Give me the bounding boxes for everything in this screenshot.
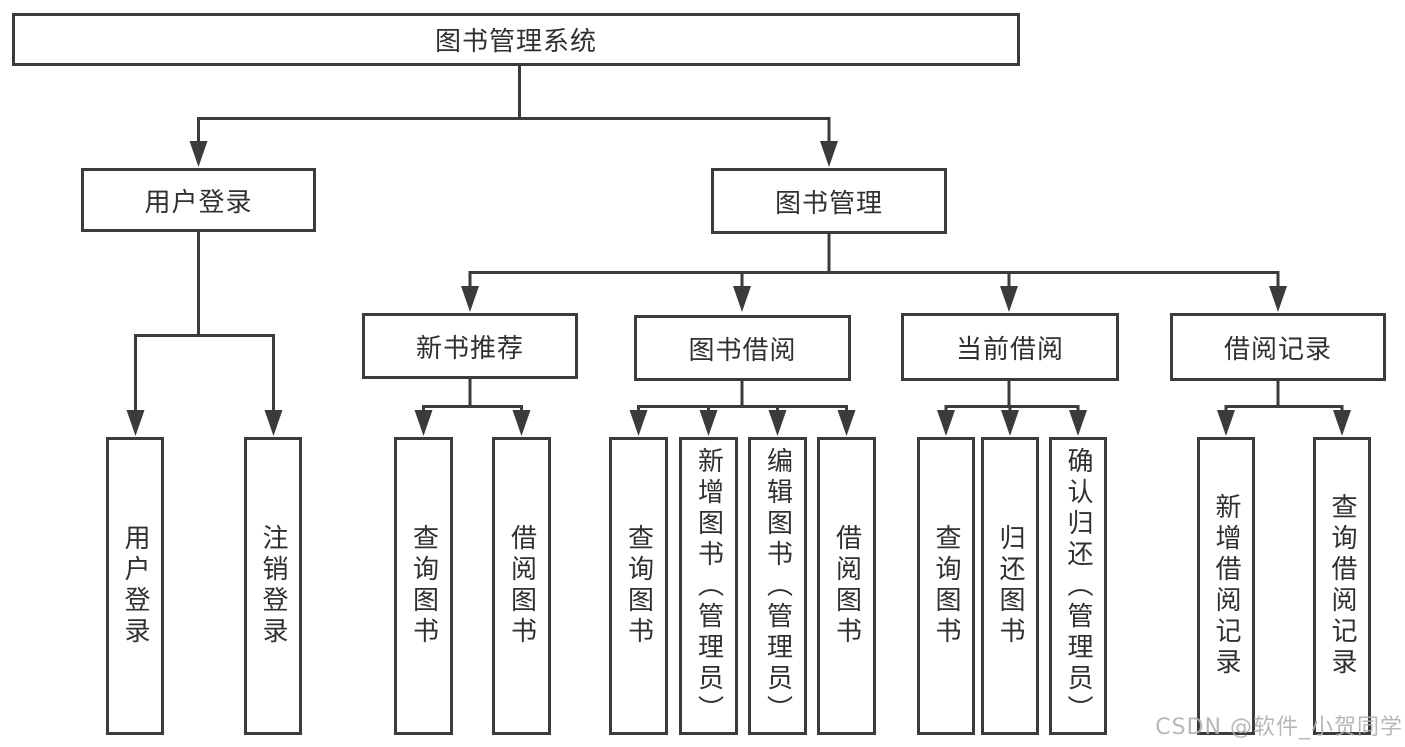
node-user-login: 用户登录 bbox=[81, 168, 316, 232]
leaf-user-login: 用户登录 bbox=[106, 437, 164, 735]
arrowhead bbox=[126, 410, 145, 436]
node-current-borrow: 当前借阅 bbox=[901, 313, 1119, 381]
arrowhead bbox=[1333, 410, 1351, 436]
arrowhead bbox=[1069, 410, 1087, 436]
leaf-borrow-edit-books-admin: 编辑图书（管理员） bbox=[748, 437, 807, 735]
leaf-record-query-record-label: 查询借阅记录 bbox=[1327, 493, 1357, 679]
arrowhead bbox=[1001, 410, 1019, 436]
node-current-borrow-label: 当前借阅 bbox=[955, 334, 1064, 365]
wire-book-management-to-level3 bbox=[461, 234, 1287, 312]
leaf-user-login-label: 用户登录 bbox=[120, 524, 150, 648]
wire-borrow-to-leaves bbox=[629, 381, 856, 436]
leaf-current-return-books: 归还图书 bbox=[981, 437, 1039, 735]
arrowhead bbox=[1217, 410, 1235, 436]
arrowhead bbox=[512, 410, 531, 436]
node-new-book-recommend: 新书推荐 bbox=[362, 313, 578, 379]
arrowhead bbox=[768, 410, 787, 436]
leaf-recommend-query-books: 查询图书 bbox=[394, 437, 453, 735]
wire-user-login-to-leaves bbox=[126, 232, 283, 436]
wire-record-to-leaves bbox=[1217, 381, 1351, 436]
leaf-current-query-books: 查询图书 bbox=[917, 437, 975, 735]
arrowhead bbox=[414, 410, 433, 436]
leaf-current-query-books-label: 查询图书 bbox=[931, 524, 961, 648]
node-borrow-record: 借阅记录 bbox=[1170, 313, 1386, 381]
leaf-current-confirm-return-admin: 确认归还（管理员） bbox=[1049, 437, 1107, 735]
node-borrow-record-label: 借阅记录 bbox=[1223, 334, 1332, 365]
arrowhead bbox=[937, 410, 955, 436]
arrowhead bbox=[189, 141, 208, 167]
leaf-logout: 注销登录 bbox=[244, 437, 302, 735]
node-book-borrow: 图书借阅 bbox=[634, 315, 851, 381]
leaf-current-confirm-return-admin-label: 确认归还（管理员） bbox=[1063, 446, 1093, 726]
wire-current-to-leaves bbox=[937, 381, 1087, 436]
arrowhead bbox=[1000, 286, 1018, 312]
csdn-watermark: CSDN @软件_小贺同学 bbox=[1155, 715, 1403, 740]
arrowhead bbox=[461, 286, 479, 312]
arrowhead bbox=[733, 286, 751, 312]
leaf-recommend-borrow-books-label: 借阅图书 bbox=[506, 524, 537, 648]
wire-recommend-to-leaves bbox=[414, 379, 531, 436]
arrowhead bbox=[699, 410, 718, 436]
node-book-management-label: 图书管理 bbox=[774, 188, 883, 219]
leaf-record-add-record: 新增借阅记录 bbox=[1197, 437, 1255, 735]
leaf-record-query-record: 查询借阅记录 bbox=[1313, 437, 1371, 735]
node-new-book-recommend-label: 新书推荐 bbox=[415, 333, 524, 364]
node-root-label: 图书管理系统 bbox=[434, 27, 597, 57]
node-book-borrow-label: 图书借阅 bbox=[688, 335, 797, 366]
leaf-borrow-borrow-books-label: 借阅图书 bbox=[831, 524, 862, 648]
node-book-management: 图书管理 bbox=[711, 168, 947, 234]
leaf-borrow-add-books-admin-label: 新增图书（管理员） bbox=[693, 446, 724, 726]
leaf-current-return-books-label: 归还图书 bbox=[995, 524, 1025, 648]
arrowhead bbox=[629, 410, 648, 436]
leaf-borrow-query-books-label: 查询图书 bbox=[623, 524, 654, 648]
leaf-borrow-add-books-admin: 新增图书（管理员） bbox=[679, 437, 738, 735]
leaf-borrow-query-books: 查询图书 bbox=[609, 437, 668, 735]
leaf-borrow-edit-books-admin-label: 编辑图书（管理员） bbox=[762, 446, 793, 726]
wire-root-to-level2 bbox=[189, 66, 838, 167]
leaf-record-add-record-label: 新增借阅记录 bbox=[1211, 493, 1241, 679]
leaf-borrow-borrow-books: 借阅图书 bbox=[817, 437, 876, 735]
arrowhead bbox=[837, 410, 856, 436]
arrowhead bbox=[264, 410, 283, 436]
leaf-logout-label: 注销登录 bbox=[258, 524, 288, 648]
leaf-recommend-query-books-label: 查询图书 bbox=[408, 524, 439, 648]
leaf-recommend-borrow-books: 借阅图书 bbox=[492, 437, 551, 735]
node-root: 图书管理系统 bbox=[12, 13, 1020, 66]
arrowhead bbox=[820, 141, 838, 167]
arrowhead bbox=[1269, 286, 1287, 312]
node-user-login-label: 用户登录 bbox=[144, 187, 253, 218]
